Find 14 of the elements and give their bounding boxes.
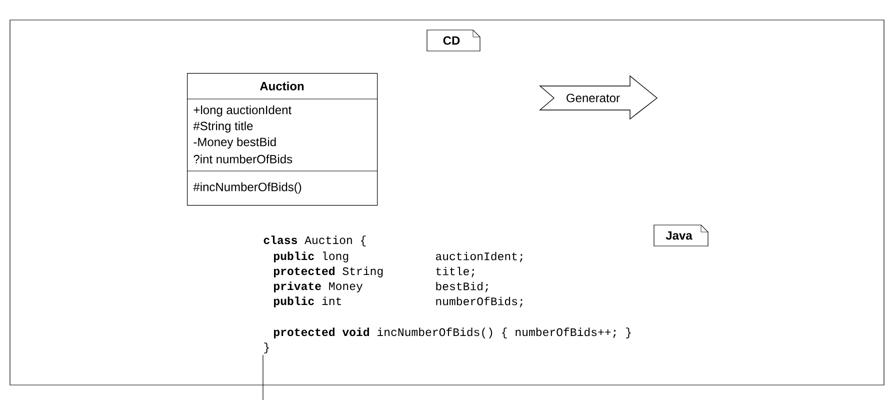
note-tag: CD (426, 30, 480, 52)
code-text: title; (436, 266, 474, 278)
code-text: auctionIdent; (436, 252, 522, 262)
code-text: numberOfBids; (436, 296, 522, 308)
code-text: bestBid; (436, 282, 488, 292)
code-text: public int (274, 296, 342, 308)
code-text: protected String (274, 266, 383, 278)
code-text: private Money (274, 282, 363, 292)
code-text: class Auction { (264, 236, 366, 246)
code-text: public long (274, 252, 348, 262)
code-text: } (264, 342, 269, 354)
class-box: Auction +long auctionIdent #String title -Money bestBid ?int numberOfBids #incNumberOfBids() (186, 73, 378, 206)
note-tag: Java (654, 224, 708, 246)
code-text: protected void incNumberOfBids() { numberOfBids++; } (274, 328, 631, 338)
